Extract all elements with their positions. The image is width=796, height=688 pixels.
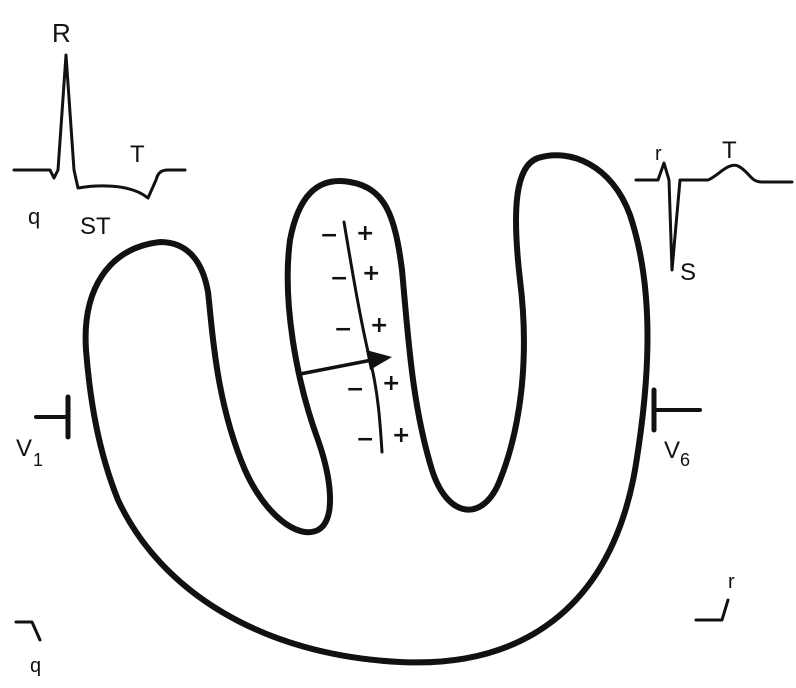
lead-v6: V 6 bbox=[651, 387, 702, 470]
ecg-trace-v1: R T q ST bbox=[12, 18, 187, 240]
septum-plus-sign: + bbox=[382, 371, 400, 396]
lead-v1: V 1 bbox=[16, 394, 71, 470]
septum-plus-sign: + bbox=[356, 221, 374, 246]
septum-minus-sign: − bbox=[320, 223, 338, 248]
ecg-trace-v6: r T S bbox=[634, 137, 794, 286]
lead-label-v6: V bbox=[664, 437, 680, 464]
q-corner-label: q bbox=[30, 655, 41, 677]
septum-plus-sign: + bbox=[392, 423, 410, 448]
septum-minus-sign: − bbox=[346, 377, 364, 402]
ecg-label-t: T bbox=[130, 141, 145, 168]
ecg-label-small-r: r bbox=[655, 143, 662, 165]
lead-sub-v1: 1 bbox=[33, 450, 43, 470]
heart-outline bbox=[82, 152, 651, 666]
q-deflection-trace bbox=[14, 620, 42, 642]
septum-minus-sign: − bbox=[356, 427, 374, 452]
arrow-head-icon bbox=[366, 350, 392, 370]
septum-plus-sign: + bbox=[370, 313, 388, 338]
ecg-label-st: ST bbox=[80, 213, 111, 240]
ecg-label-q: q bbox=[28, 204, 40, 229]
r-corner-label: r bbox=[728, 571, 735, 593]
ecg-label-r: R bbox=[52, 18, 71, 48]
activation-vector-arrow bbox=[298, 358, 374, 376]
r-deflection-trace bbox=[694, 598, 730, 622]
lead-sub-v6: 6 bbox=[680, 450, 690, 470]
ecg-label-t: T bbox=[722, 137, 737, 164]
ecg-label-s: S bbox=[680, 259, 696, 286]
ecg-waveform-v1 bbox=[12, 53, 187, 200]
septal-depolarization: − − − − − + + + + + bbox=[298, 220, 410, 454]
ecg-waveform-v6 bbox=[634, 161, 794, 272]
septum-minus-sign: − bbox=[330, 266, 348, 291]
lead-label-v1: V bbox=[16, 435, 32, 462]
bottom-right-r-deflection: r bbox=[694, 571, 735, 622]
septum-plus-sign: + bbox=[362, 261, 380, 286]
bottom-left-q-deflection: q bbox=[14, 620, 42, 677]
septum-minus-sign: − bbox=[334, 317, 352, 342]
